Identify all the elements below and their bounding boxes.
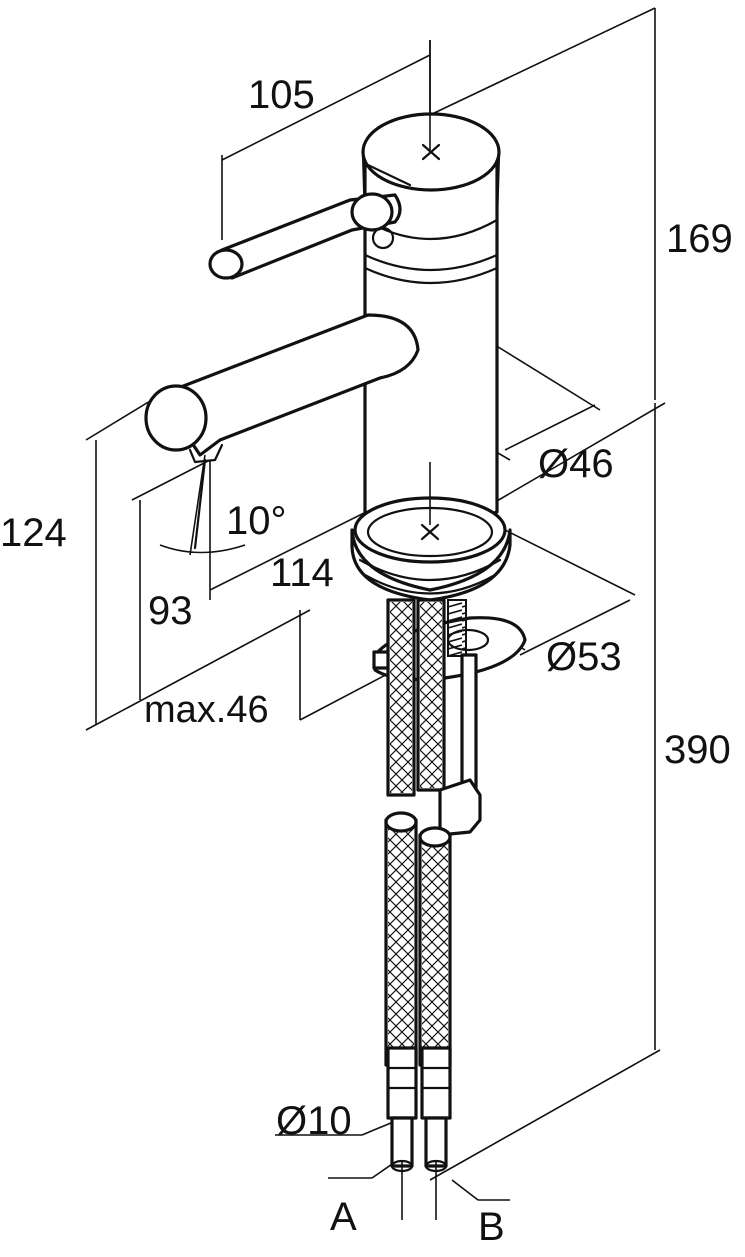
label-hose-diameter: Ø10 [276, 1099, 352, 1143]
label-lower-offset: 93 [148, 589, 193, 633]
label-connection-b: B [478, 1205, 505, 1249]
spout [144, 313, 420, 550]
dimension-labels: 105 169 Ø46 124 10° 114 93 Ø53 max.46 39… [0, 73, 733, 1249]
lever-handle [208, 192, 402, 280]
label-upper-height: 169 [666, 217, 733, 261]
supply-hoses [384, 598, 482, 1220]
label-body-diameter: Ø46 [538, 442, 614, 486]
label-base-diameter: Ø53 [546, 635, 622, 679]
label-connection-a: A [330, 1195, 357, 1239]
label-deck-thickness: max.46 [144, 689, 269, 731]
label-spout-reach: 114 [270, 551, 334, 595]
label-spout-angle: 10° [226, 499, 287, 543]
faucet-body [361, 40, 501, 526]
base-flange [350, 462, 512, 602]
label-spout-height: 124 [0, 511, 67, 555]
label-handle-reach: 105 [248, 73, 315, 117]
label-total-length: 390 [664, 728, 731, 772]
